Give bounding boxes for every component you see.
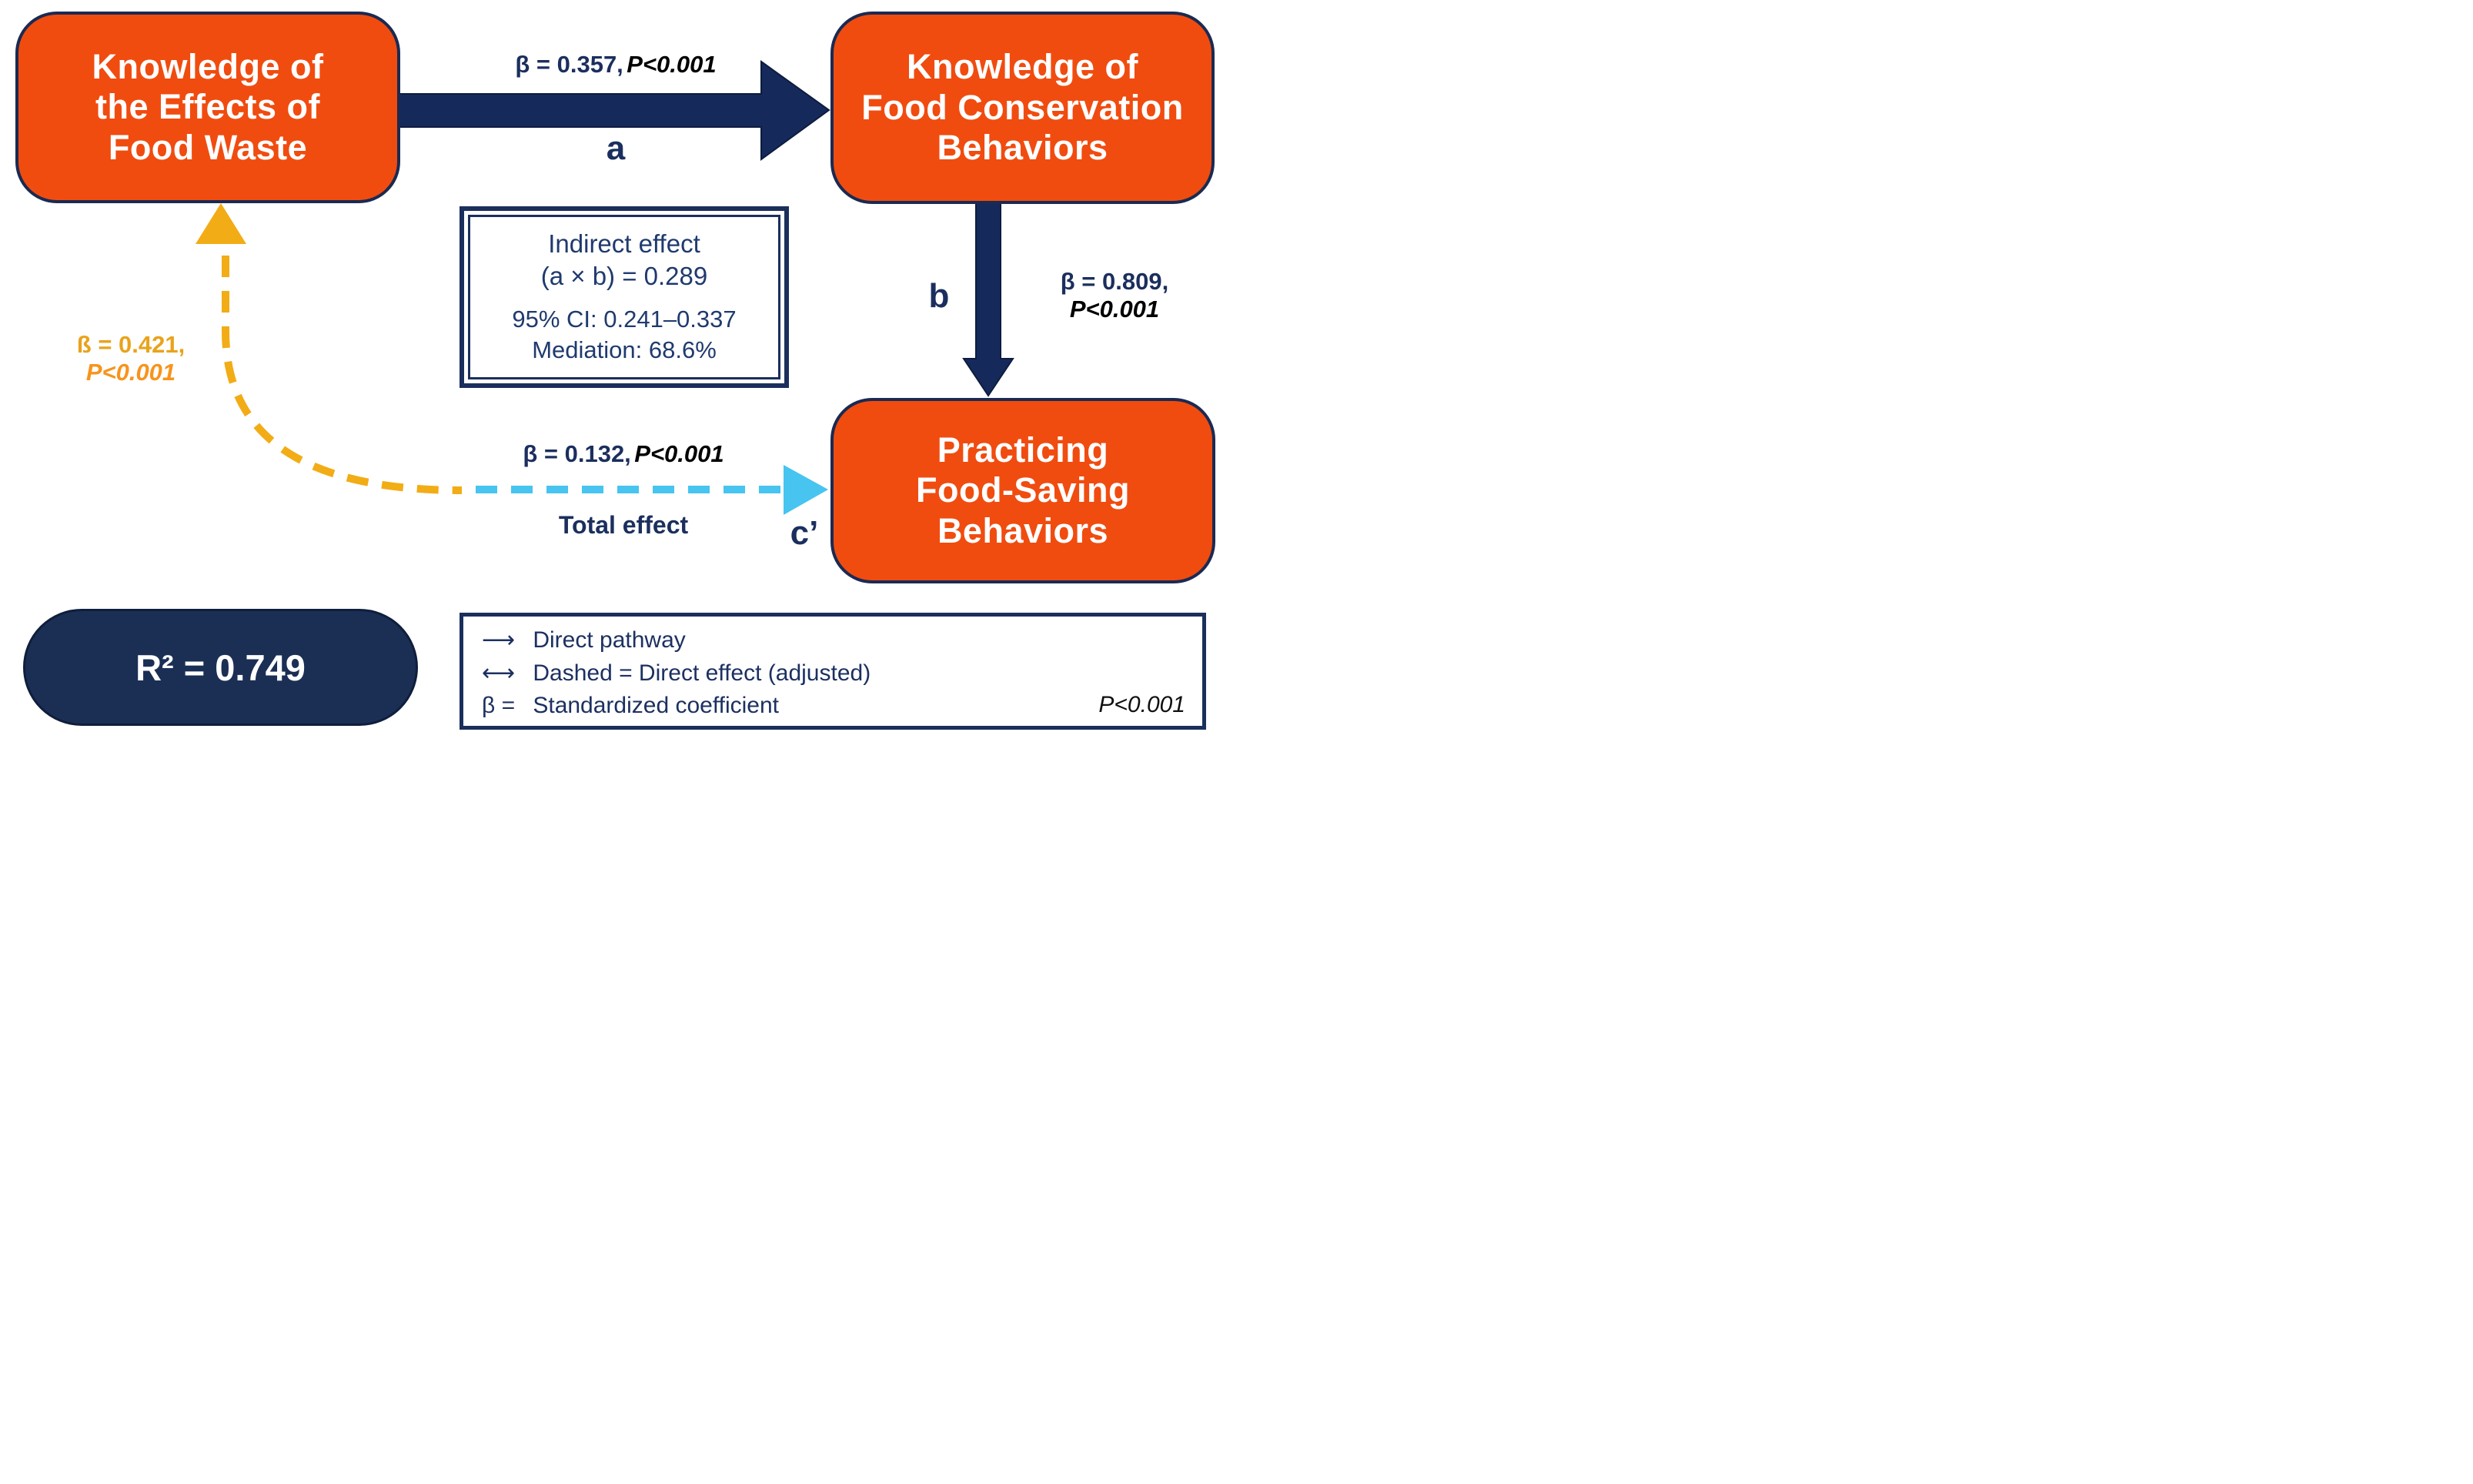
legend-direct-label: Direct pathway (533, 627, 686, 653)
direct-pathway-arrow-icon: ⟶ (482, 627, 516, 653)
path-a-beta: β = 0.357, (515, 51, 623, 78)
legend-dashed-label: Dashed = Direct effect (adjusted) (533, 660, 871, 686)
indirect-effect-box: Indirect effect (a × b) = 0.289 95% CI: … (460, 206, 789, 388)
mediation-path-diagram: Knowledge of the Effects of Food Waste K… (0, 0, 1236, 742)
path-c-beta: β = 0.132, (523, 440, 631, 467)
node-knowledge-conservation: Knowledge of Food Conservation Behaviors (830, 12, 1215, 204)
path-adjusted-stat-label: ß = 0.421, P<0.001 (46, 331, 216, 386)
path-b-arrow (962, 201, 1014, 397)
path-c-pvalue: P<0.001 (634, 440, 724, 467)
node-knowledge-conservation-label: Knowledge of Food Conservation Behaviors (861, 47, 1184, 168)
legend-row-direct: ⟶ Direct pathway (482, 624, 1188, 657)
legend-p-note: P<0.001 (1098, 692, 1185, 717)
path-a-pvalue: P<0.001 (627, 51, 717, 78)
r-squared-pill: R² = 0.749 (23, 609, 418, 726)
legend-box: ⟶ Direct pathway ⟷ Dashed = Direct effec… (460, 613, 1206, 730)
blue-arrowhead (784, 465, 828, 515)
node-practicing: Practicing Food-Saving Behaviors (830, 398, 1215, 583)
legend-row-dashed: ⟷ Dashed = Direct effect (adjusted) (482, 657, 1188, 690)
indirect-effect-formula: (a × b) = 0.289 (540, 261, 708, 290)
node-knowledge-effects-label: Knowledge of the Effects of Food Waste (92, 46, 324, 167)
indirect-effect-ci: 95% CI: 0.241–0.337 (512, 305, 737, 333)
indirect-effect-title: Indirect effect (548, 229, 700, 259)
r-squared-value: R² = 0.749 (135, 647, 306, 688)
path-adjusted-beta: ß = 0.421, (76, 331, 185, 358)
path-b-pvalue: P<0.001 (1069, 296, 1160, 323)
path-c-stat-label: β = 0.132, P<0.001 (470, 440, 777, 468)
path-a-letter: a (606, 129, 626, 167)
path-b-stat-label: β = 0.809, P<0.001 (1022, 268, 1207, 323)
legend-row-beta: β = Standardized coefficient (482, 690, 1188, 723)
legend-beta-label: Standardized coefficient (533, 693, 780, 719)
dashed-adjusted-path (222, 256, 463, 494)
diagram-arrows-layer (196, 60, 1014, 515)
beta-symbol: β = (482, 693, 516, 719)
path-adjusted-pvalue: P<0.001 (85, 359, 176, 386)
node-knowledge-effects: Knowledge of the Effects of Food Waste (15, 12, 400, 203)
path-a-arrow (396, 60, 830, 161)
path-b-letter: b (928, 277, 950, 315)
total-effect-caption: Total effect (558, 511, 689, 539)
double-arrow-icon: ⟷ (482, 660, 516, 686)
path-b-beta: β = 0.809, (1060, 268, 1169, 295)
path-a-stat-label: β = 0.357, P<0.001 (450, 51, 781, 79)
path-c-letter: c’ (790, 514, 819, 552)
node-practicing-label: Practicing Food-Saving Behaviors (916, 429, 1130, 550)
yellow-arrowhead (196, 203, 246, 244)
indirect-effect-mediation: Mediation: 68.6% (532, 336, 717, 364)
